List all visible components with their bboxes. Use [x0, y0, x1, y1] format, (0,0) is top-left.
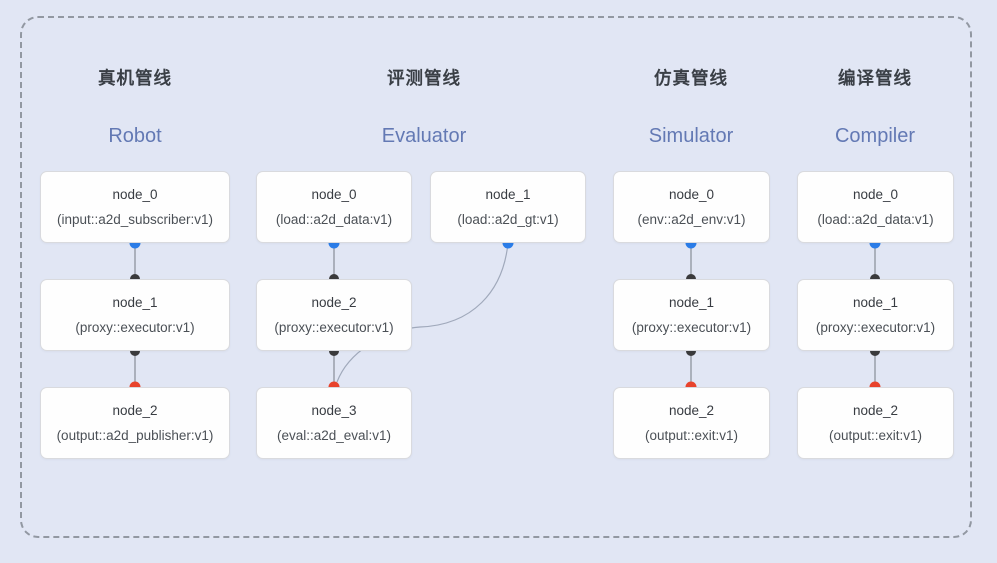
- node-type: (load::a2d_data:v1): [817, 212, 934, 227]
- evaluator-node-3: node_3 (eval::a2d_eval:v1): [256, 387, 412, 459]
- node-type: (input::a2d_subscriber:v1): [56, 212, 214, 227]
- node-name: node_2: [311, 295, 357, 310]
- robot-node-1: node_1 (proxy::executor:v1): [40, 279, 230, 351]
- node-name: node_0: [852, 187, 899, 202]
- node-type: (proxy::executor:v1): [274, 320, 394, 335]
- robot-node-0: node_0 (input::a2d_subscriber:v1): [40, 171, 230, 243]
- node-name: node_0: [668, 187, 715, 202]
- node-type: (output::exit:v1): [828, 428, 923, 443]
- pipeline-title-en-evaluator: Evaluator: [381, 125, 467, 147]
- simulator-node-1: node_1 (proxy::executor:v1): [613, 279, 770, 351]
- node-type: (output::exit:v1): [644, 428, 739, 443]
- node-type: (load::a2d_gt:v1): [457, 212, 559, 227]
- pipeline-title-en-simulator: Simulator: [648, 125, 734, 147]
- node-name: node_1: [668, 295, 715, 310]
- compiler-node-2: node_2 (output::exit:v1): [797, 387, 954, 459]
- compiler-node-0: node_0 (load::a2d_data:v1): [797, 171, 954, 243]
- pipeline-title-en-robot: Robot: [108, 125, 162, 147]
- node-type: (proxy::executor:v1): [631, 320, 752, 335]
- pipeline-title-zh-evaluator: 评测管线: [387, 68, 461, 88]
- simulator-node-2: node_2 (output::exit:v1): [613, 387, 770, 459]
- pipeline-title-zh-compiler: 编译管线: [838, 68, 912, 88]
- simulator-node-0: node_0 (env::a2d_env:v1): [613, 171, 770, 243]
- node-type: (load::a2d_data:v1): [275, 212, 393, 227]
- node-name: node_2: [112, 403, 158, 418]
- node-name: node_1: [485, 187, 531, 202]
- node-name: node_1: [112, 295, 158, 310]
- pipeline-title-zh-simulator: 仿真管线: [654, 68, 728, 88]
- node-name: node_0: [311, 187, 357, 202]
- node-type: (proxy::executor:v1): [815, 320, 936, 335]
- node-name: node_3: [311, 403, 357, 418]
- evaluator-node-1: node_1 (load::a2d_gt:v1): [430, 171, 586, 243]
- evaluator-node-2: node_2 (proxy::executor:v1): [256, 279, 412, 351]
- node-type: (eval::a2d_eval:v1): [276, 428, 392, 443]
- evaluator-node-0: node_0 (load::a2d_data:v1): [256, 171, 412, 243]
- pipeline-group-frame: [20, 16, 972, 538]
- node-name: node_1: [852, 295, 899, 310]
- robot-node-2: node_2 (output::a2d_publisher:v1): [40, 387, 230, 459]
- node-name: node_2: [852, 403, 899, 418]
- pipeline-title-en-compiler: Compiler: [834, 125, 916, 147]
- node-name: node_2: [668, 403, 715, 418]
- pipeline-title-zh-robot: 真机管线: [98, 68, 172, 88]
- node-name: node_0: [112, 187, 158, 202]
- node-type: (proxy::executor:v1): [75, 320, 195, 335]
- node-type: (env::a2d_env:v1): [637, 212, 746, 227]
- compiler-node-1: node_1 (proxy::executor:v1): [797, 279, 954, 351]
- node-type: (output::a2d_publisher:v1): [56, 428, 214, 443]
